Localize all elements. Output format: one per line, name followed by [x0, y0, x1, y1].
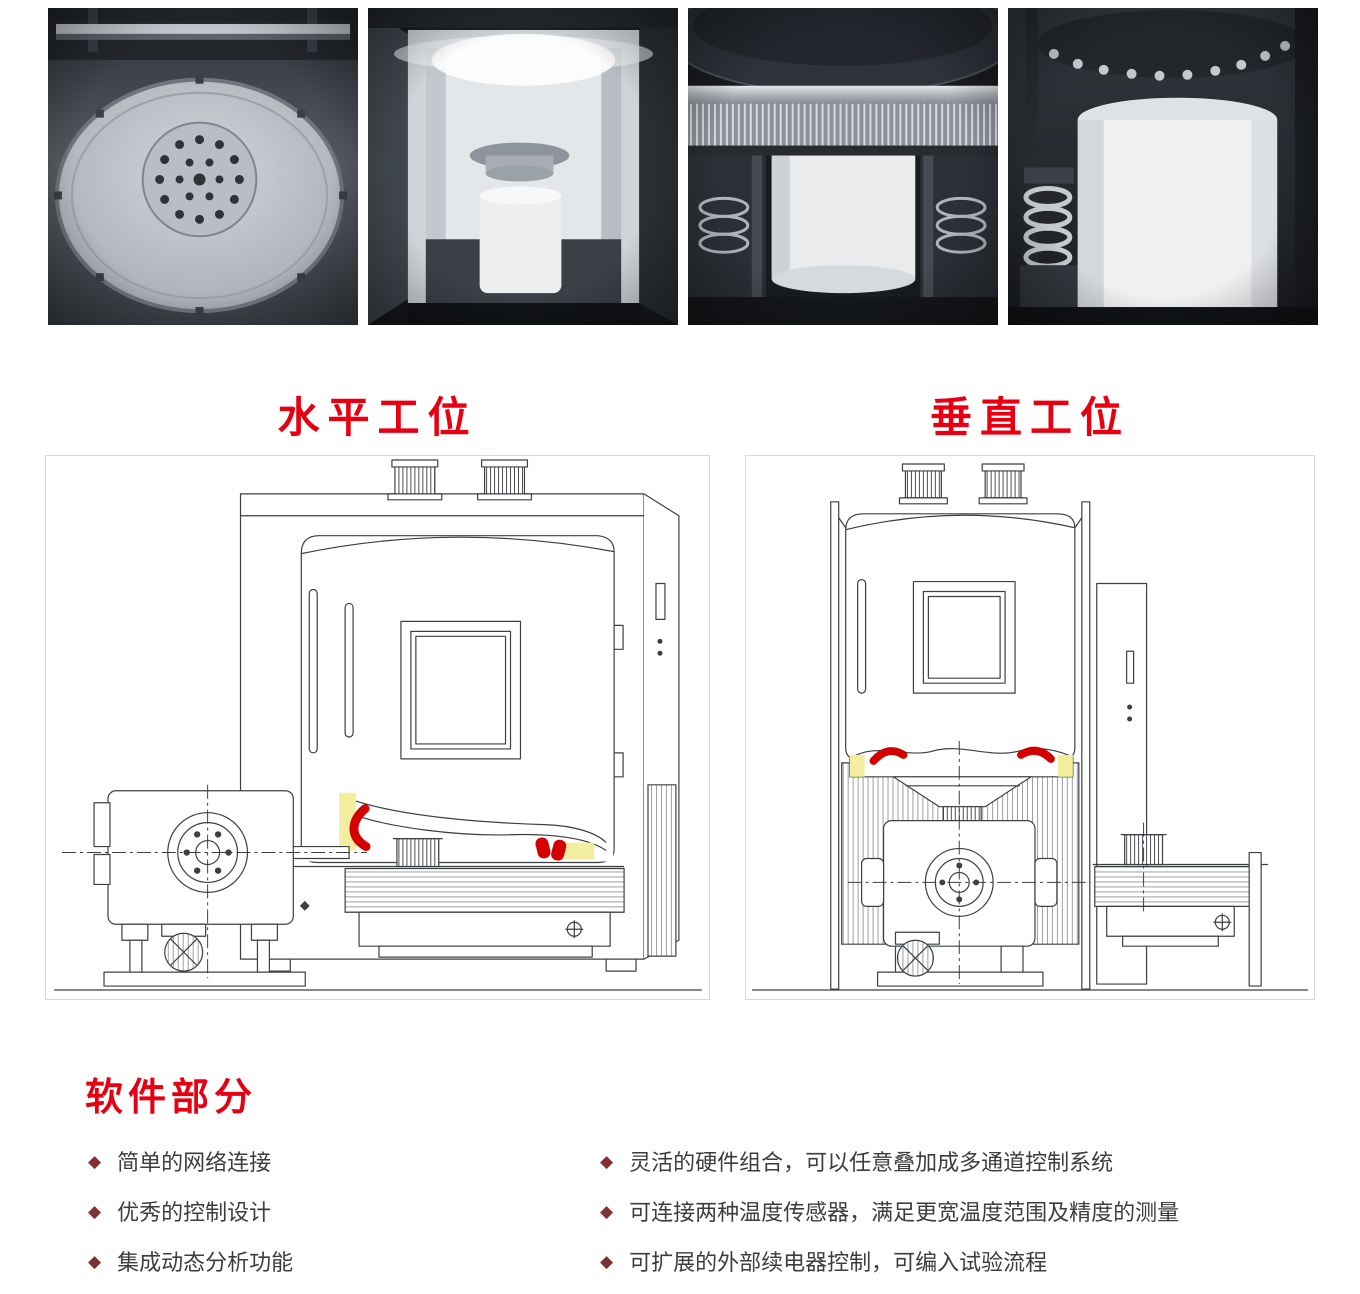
- horizontal-station-title: 水平工位: [277, 394, 478, 441]
- feature-text: 优秀的控制设计: [117, 1200, 272, 1225]
- feature-text: 集成动态分析功能: [117, 1250, 294, 1275]
- photo-chamber-interior-shaker: [368, 8, 678, 325]
- feature-item: ◆ 优秀的控制设计: [88, 1186, 293, 1236]
- feature-text: 可连接两种温度传感器，满足更宽温度范围及精度的测量: [629, 1200, 1180, 1225]
- feature-text: 可扩展的外部续电器控制，可编入试验流程: [629, 1250, 1048, 1275]
- software-section-title: 软件部分: [85, 1077, 258, 1119]
- horizontal-station-drawing-box: [45, 455, 710, 1000]
- feature-text: 简单的网络连接: [117, 1150, 272, 1175]
- diamond-bullet-icon: ◆: [600, 1201, 614, 1221]
- diamond-bullet-icon: ◆: [88, 1201, 102, 1221]
- diamond-bullet-icon: ◆: [600, 1151, 614, 1171]
- photo-vertical-shaker-drum: [1008, 8, 1318, 325]
- feature-item: ◆ 可连接两种温度传感器，满足更宽温度范围及精度的测量: [600, 1186, 1179, 1236]
- product-photos-strip: [48, 8, 1318, 325]
- software-features-right: ◆ 灵活的硬件组合，可以任意叠加成多通道控制系统 ◆ 可连接两种温度传感器，满足…: [600, 1136, 1179, 1286]
- photo-head-expander-closeup: [688, 8, 998, 325]
- feature-text: 灵活的硬件组合，可以任意叠加成多通道控制系统: [629, 1150, 1114, 1175]
- feature-item: ◆ 简单的网络连接: [88, 1136, 293, 1186]
- photo-chamber-turntable-image: [48, 8, 358, 325]
- diamond-bullet-icon: ◆: [88, 1251, 102, 1271]
- photo-vertical-shaker-image: [1008, 8, 1318, 325]
- vertical-station-diagram: [752, 463, 1308, 991]
- vertical-station-title: 垂直工位: [929, 394, 1130, 441]
- software-features-left: ◆ 简单的网络连接 ◆ 优秀的控制设计 ◆ 集成动态分析功能: [88, 1136, 293, 1286]
- vertical-station-drawing-box: [745, 455, 1315, 1000]
- feature-item: ◆ 集成动态分析功能: [88, 1236, 293, 1286]
- feature-item: ◆ 灵活的硬件组合，可以任意叠加成多通道控制系统: [600, 1136, 1179, 1186]
- photo-head-expander-image: [688, 8, 998, 325]
- photo-chamber-interior-image: [368, 8, 678, 325]
- diamond-bullet-icon: ◆: [600, 1251, 614, 1271]
- photo-chamber-turntable: [48, 8, 358, 325]
- horizontal-station-diagram: [54, 459, 702, 991]
- diamond-bullet-icon: ◆: [88, 1151, 102, 1171]
- feature-item: ◆ 可扩展的外部续电器控制，可编入试验流程: [600, 1236, 1179, 1286]
